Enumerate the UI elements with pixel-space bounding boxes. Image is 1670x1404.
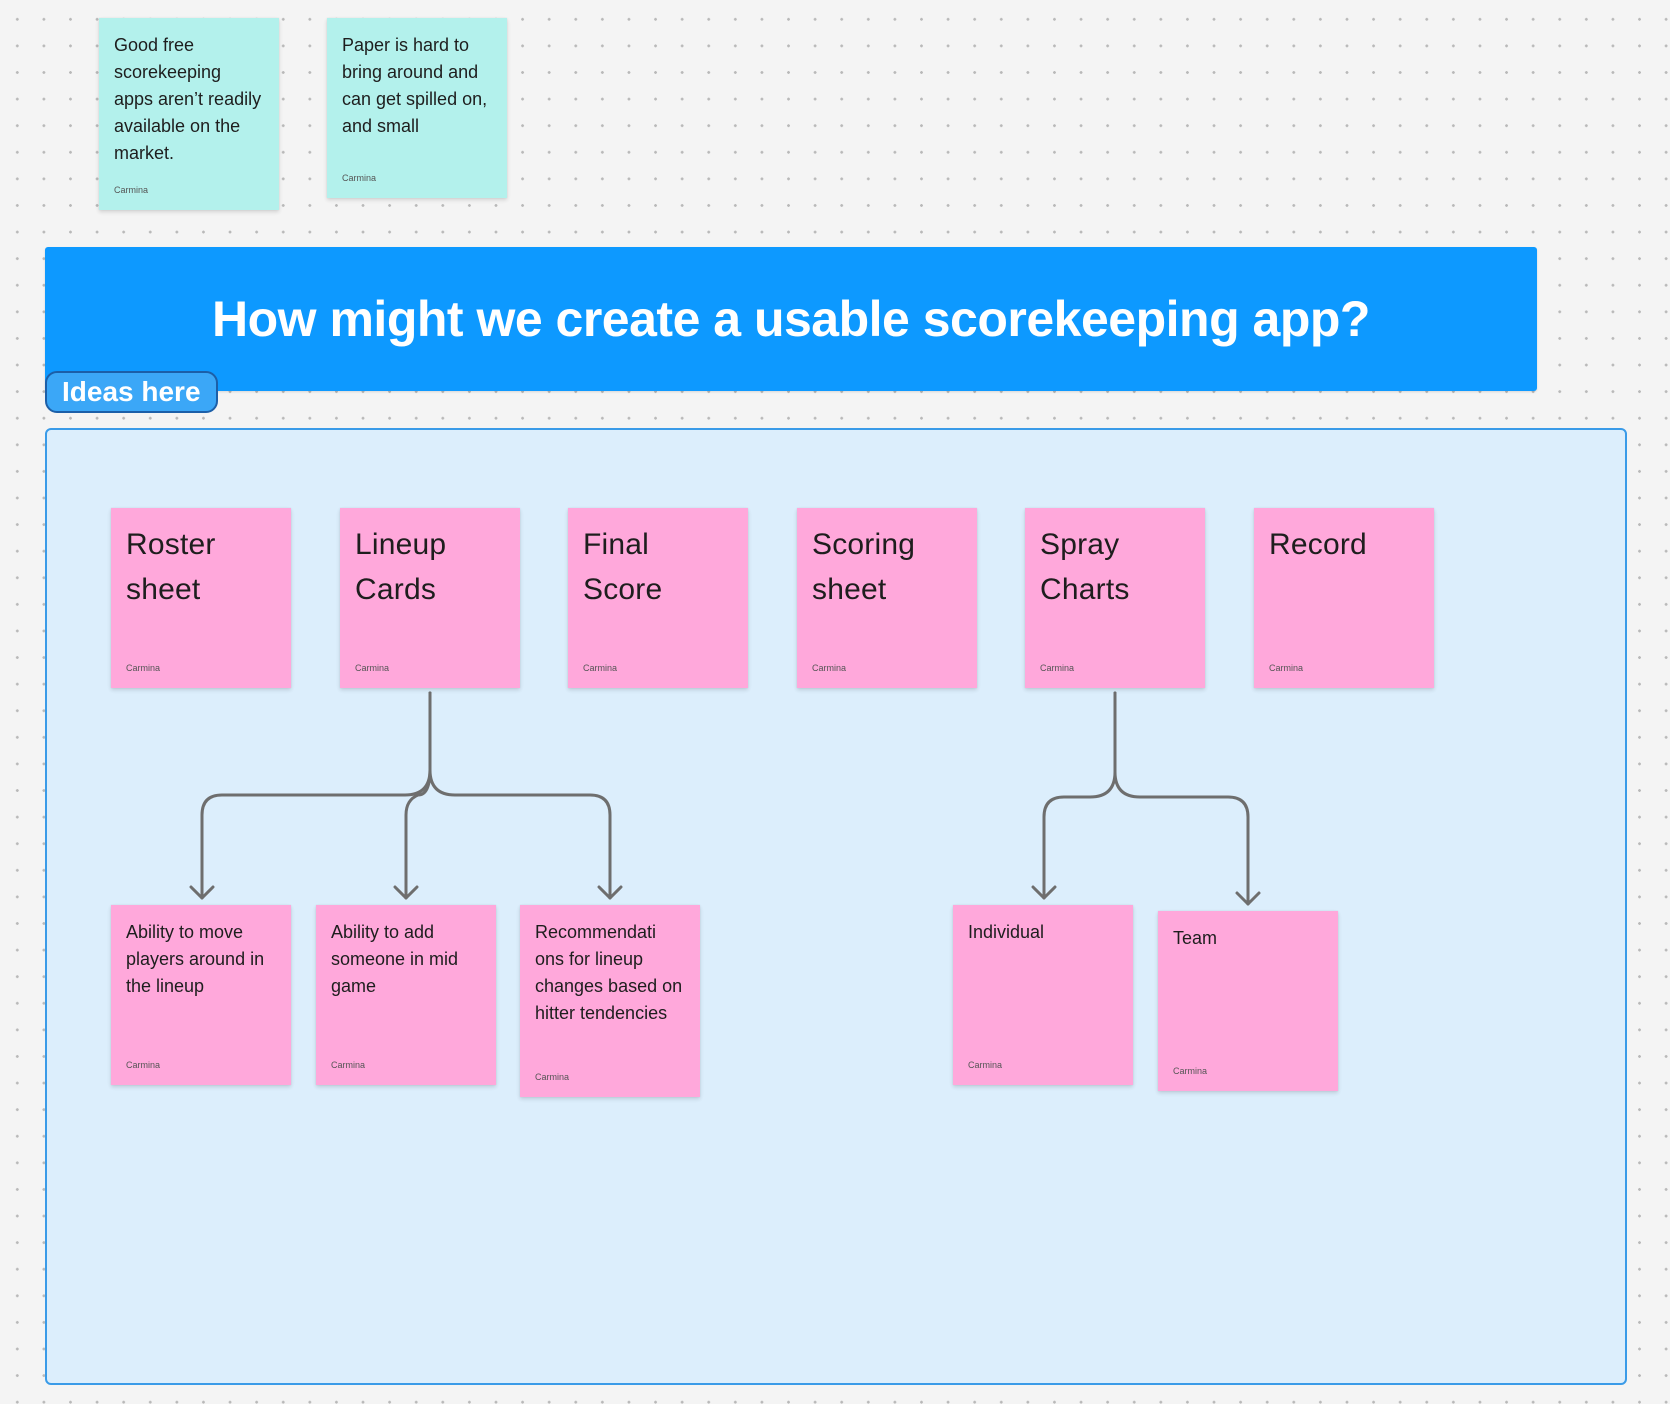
sticky-note-author: Carmina	[126, 663, 161, 673]
sticky-note-free-apps[interactable]: Good free scorekeeping apps aren’t readi…	[99, 18, 279, 210]
sticky-note-text: Lineup Cards	[355, 528, 447, 606]
hmw-banner[interactable]: How might we create a usable scorekeepin…	[45, 247, 1537, 391]
sticky-note-author: Carmina	[1269, 663, 1304, 673]
sticky-note-lineup-recommendations[interactable]: Recommendati ons for lineup changes base…	[520, 905, 700, 1097]
sticky-note-text: Ability to add someone in mid game	[331, 922, 459, 996]
sticky-note-author: Carmina	[1040, 663, 1075, 673]
sticky-note-spray-charts[interactable]: Spray Charts Carmina	[1025, 508, 1205, 688]
sticky-note-move-players[interactable]: Ability to move players around in the li…	[111, 905, 291, 1085]
sticky-note-individual[interactable]: Individual Carmina	[953, 905, 1133, 1085]
sticky-note-author: Carmina	[355, 663, 390, 673]
sticky-note-text: Individual	[968, 922, 1045, 942]
sticky-note-author: Carmina	[342, 173, 377, 183]
sticky-note-scoring-sheet[interactable]: Scoring sheet Carmina	[797, 508, 977, 688]
sticky-note-team[interactable]: Team Carmina	[1158, 911, 1338, 1091]
sticky-note-text: Spray Charts	[1040, 528, 1130, 606]
sticky-note-author: Carmina	[968, 1060, 1003, 1070]
banner-title: How might we create a usable scorekeepin…	[212, 291, 1370, 347]
sticky-note-lineup-cards[interactable]: Lineup Cards Carmina	[340, 508, 520, 688]
sticky-note-text: Good free scorekeeping apps aren’t readi…	[114, 35, 262, 163]
sticky-note-text: Roster sheet	[126, 528, 216, 606]
sticky-note-roster-sheet[interactable]: Roster sheet Carmina	[111, 508, 291, 688]
sticky-note-record[interactable]: Record Carmina	[1254, 508, 1434, 688]
sticky-note-text: Ability to move players around in the li…	[126, 922, 265, 996]
sticky-note-author: Carmina	[331, 1060, 366, 1070]
sticky-note-text: Paper is hard to bring around and can ge…	[342, 35, 488, 136]
sticky-note-author: Carmina	[114, 185, 149, 195]
sticky-note-add-someone[interactable]: Ability to add someone in mid game Carmi…	[316, 905, 496, 1085]
sticky-note-author: Carmina	[535, 1072, 570, 1082]
sticky-note-text: Team	[1173, 928, 1218, 948]
section-label[interactable]: Ideas here	[45, 371, 218, 413]
sticky-note-paper-issues[interactable]: Paper is hard to bring around and can ge…	[327, 18, 507, 198]
sticky-note-text: Record	[1269, 528, 1367, 561]
sticky-note-text: Scoring sheet	[812, 528, 916, 606]
sticky-note-author: Carmina	[583, 663, 618, 673]
sticky-note-text: Final Score	[583, 528, 663, 606]
sticky-note-text: Recommendati ons for lineup changes base…	[535, 922, 683, 1023]
sticky-note-author: Carmina	[812, 663, 847, 673]
sticky-note-author: Carmina	[126, 1060, 161, 1070]
sticky-note-author: Carmina	[1173, 1066, 1208, 1076]
sticky-note-final-score[interactable]: Final Score Carmina	[568, 508, 748, 688]
